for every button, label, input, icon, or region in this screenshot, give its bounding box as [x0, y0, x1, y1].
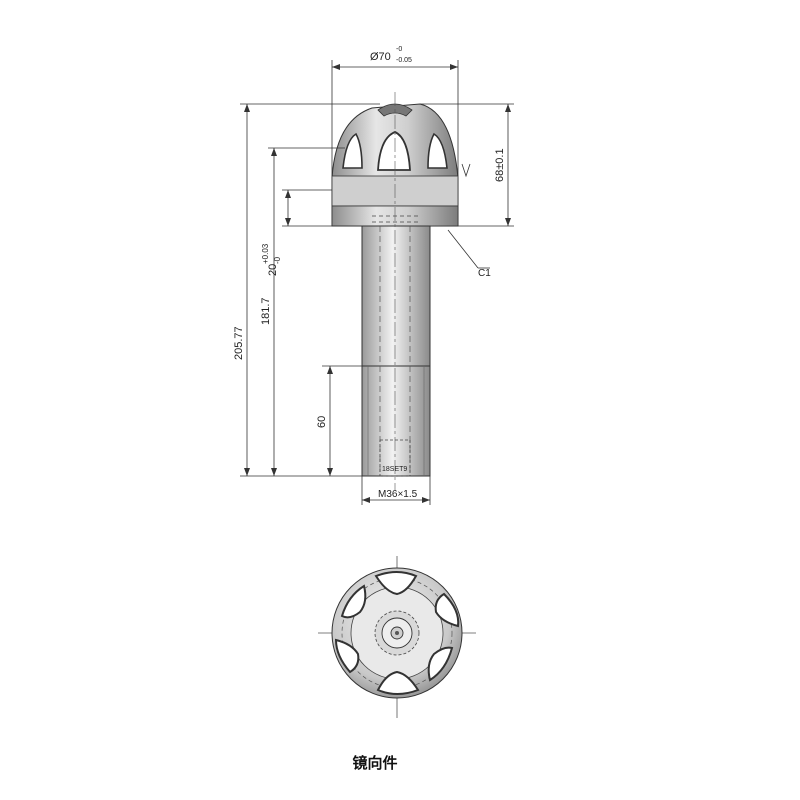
overall-length-label: 205.77 [233, 326, 245, 360]
dimension-labels: Ø70 -0 -0.05 205.77 181.7 20 +0.03 -0 60… [233, 46, 506, 500]
head-diameter-label: Ø70 [370, 51, 391, 63]
window-slot [427, 132, 448, 169]
bore-note-label: 18SET9 [382, 466, 407, 473]
shoulder-offset-tol-lower: -0 [273, 256, 282, 264]
part-caption: 镜向件 [352, 754, 398, 772]
head-diameter-tol-lower: -0.05 [396, 57, 412, 64]
top-view [318, 556, 476, 718]
window-slot [342, 132, 363, 169]
shaft [361, 225, 431, 367]
threaded-section [361, 365, 431, 477]
shoulder-offset-tol: +0.03 [261, 243, 270, 264]
length-to-head-label: 181.7 [260, 297, 272, 325]
dimensions [240, 60, 514, 505]
front-view [331, 92, 459, 490]
chamfer-label: C1 [478, 268, 491, 279]
shoulder-offset-label: 20 [267, 264, 279, 276]
threaded-length-label: 60 [316, 416, 328, 428]
head-diameter-tol-upper: -0 [396, 46, 402, 53]
window-cutouts [334, 571, 460, 695]
hub-center [395, 631, 399, 635]
head-height-label: 68±0.1 [494, 148, 506, 182]
thread-spec-label: M36×1.5 [378, 489, 418, 500]
